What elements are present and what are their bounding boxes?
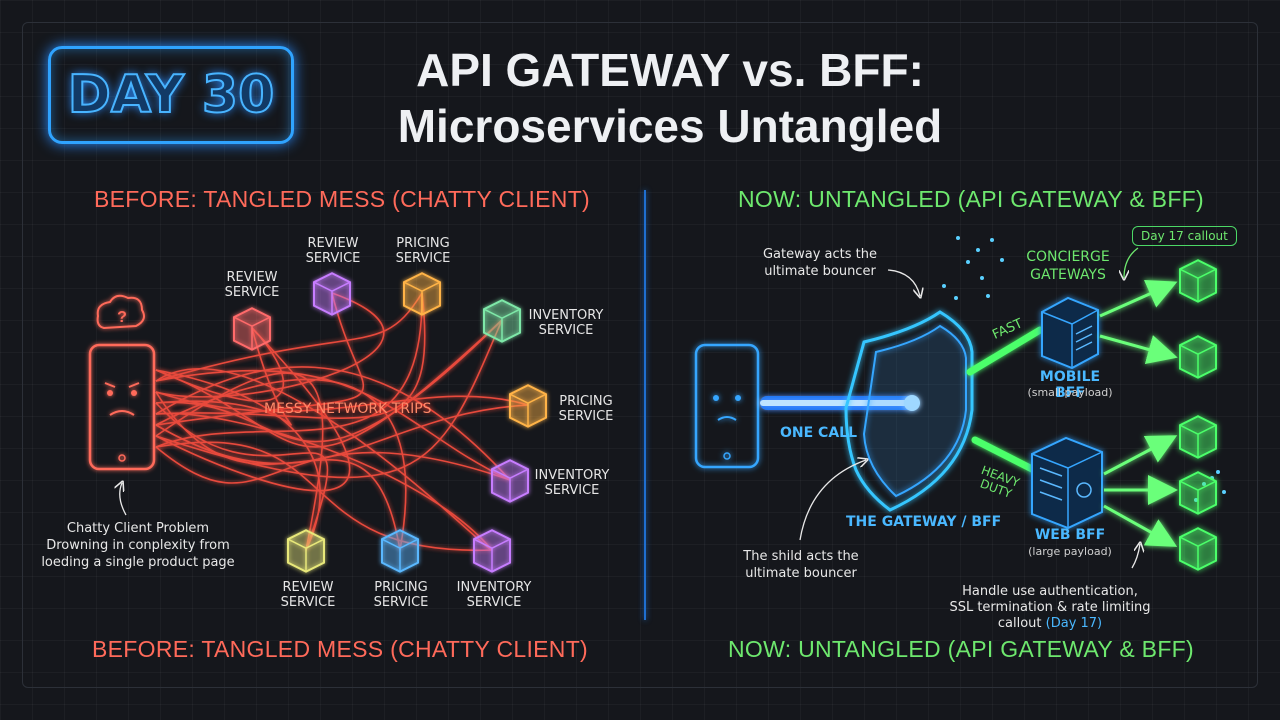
svg-text:?: ? <box>117 309 127 326</box>
tangle-line <box>155 412 493 551</box>
sparkle-dot <box>980 276 984 280</box>
gateway-label: THE GATEWAY / BFF <box>846 514 1002 530</box>
auth-note-arrow <box>1131 544 1140 569</box>
service-label: PRICING SERVICE <box>373 580 429 610</box>
messy-trips-label: MESSY NETWORK TRIPS <box>264 401 432 417</box>
service-label: PRICING SERVICE <box>558 394 614 424</box>
arrow-icon <box>1099 280 1178 547</box>
tangle-line <box>155 327 351 492</box>
mobile-payload-label: (small payload) <box>1027 386 1113 399</box>
before-heading-bottom: BEFORE: TANGLED MESS (CHATTY CLIENT) <box>92 636 589 662</box>
tangle-line <box>155 378 407 551</box>
service-label: INVENTORY SERVICE <box>528 308 604 338</box>
service-cube-edge <box>381 538 419 572</box>
server-icon <box>1031 436 1103 530</box>
title-line-2: Microservices Untangled <box>397 100 943 152</box>
service-cube-edge <box>287 538 325 572</box>
client-note: Chatty Client Problem Drowning in conple… <box>41 521 235 570</box>
service-label: REVIEW SERVICE <box>280 580 336 610</box>
bff-beams <box>966 326 1044 474</box>
service-cube-edge <box>509 393 547 427</box>
before-heading-top: BEFORE: TANGLED MESS (CHATTY CLIENT) <box>94 186 591 212</box>
confused-phone-icon <box>88 343 156 471</box>
client-phone-icon <box>694 343 760 469</box>
tangle-line <box>155 327 285 402</box>
auth-note: Handle use authentication, SSL terminati… <box>944 568 1156 632</box>
service-cube-edge <box>473 538 511 572</box>
service-cube-edge <box>1179 268 1217 302</box>
day-badge-text: DAY 30 <box>67 64 276 126</box>
concierge-label: CONCIERGE GATEWAYS <box>1026 249 1110 283</box>
tangle-line <box>155 441 493 551</box>
service-label: INVENTORY SERVICE <box>534 468 610 498</box>
mobile-bff-label: MOBILE BFF <box>1039 369 1101 401</box>
tangled-network-lines <box>155 292 529 551</box>
one-call-label: ONE CALL <box>780 425 858 441</box>
tangle-line <box>155 319 503 479</box>
service-cube-edge <box>491 468 529 502</box>
service-label: INVENTORY SERVICE <box>456 580 532 610</box>
sparkle-dot <box>986 294 990 298</box>
service-cube-edge <box>1179 536 1217 570</box>
tangle-line <box>155 372 324 551</box>
tangle-line <box>155 391 529 413</box>
sparkle-dot <box>942 284 946 288</box>
client-note-arrow <box>120 483 127 516</box>
now-heading-bottom: NOW: UNTANGLED (API GATEWAY & BFF) <box>728 636 1194 662</box>
service-cube-edge <box>1179 344 1217 378</box>
sparkle-dot <box>966 260 970 264</box>
sparkle-dot <box>1222 490 1226 494</box>
gateway-note: Gateway acts the ultimate bouncer <box>762 247 877 279</box>
day-badge: DAY 30 <box>48 46 294 144</box>
shield-note-arrow <box>799 460 866 541</box>
sparkle-dot <box>990 238 994 242</box>
service-cube-edge <box>1179 480 1217 514</box>
service-cube-edge <box>313 281 351 315</box>
sparkle-dot <box>954 296 958 300</box>
shield-icon <box>844 310 974 512</box>
service-cube-edge <box>483 308 521 342</box>
tangle-line <box>155 446 511 484</box>
microservice-cubes <box>1179 259 1217 571</box>
auth-note-text: Handle use authentication, SSL terminati… <box>949 584 1151 631</box>
callout-arrow <box>1124 247 1139 278</box>
now-heading-top: NOW: UNTANGLED (API GATEWAY & BFF) <box>738 186 1204 212</box>
tangle-line <box>155 292 385 398</box>
tangle-line <box>155 292 423 382</box>
tangle-line <box>155 292 365 426</box>
service-cube-edge <box>233 316 271 350</box>
service-label: REVIEW SERVICE <box>305 236 361 266</box>
title-line-1: API GATEWAY vs. BFF: <box>416 44 924 96</box>
tangle-line <box>155 369 511 481</box>
section-divider <box>644 190 646 620</box>
web-bff-label: WEB BFF <box>1034 527 1106 543</box>
server-icon <box>1041 296 1099 370</box>
content-frame <box>22 22 1258 688</box>
auth-note-day: (Day 17) <box>1045 616 1103 631</box>
question-cloud-icon: ? <box>96 294 145 330</box>
tangle-line <box>155 404 529 465</box>
tangle-line <box>155 369 321 551</box>
day17-callout-tag: Day 17 callout <box>1132 226 1237 246</box>
sparkle-dot <box>1000 258 1004 262</box>
page-title: API GATEWAY vs. BFF: Microservices Untan… <box>320 42 1020 154</box>
sparkle-dot <box>1216 470 1220 474</box>
service-cube-edge <box>403 281 441 315</box>
tangle-line <box>155 292 426 419</box>
sparkle-dot <box>956 236 960 240</box>
tangle-line <box>155 366 511 481</box>
web-payload-label: (large payload) <box>1028 545 1112 558</box>
service-cube-edge <box>1179 424 1217 458</box>
service-label: REVIEW SERVICE <box>224 270 280 300</box>
service-label: PRICING SERVICE <box>395 236 451 266</box>
sparkle-dot <box>976 248 980 252</box>
gateway-note-arrow <box>887 269 920 296</box>
service-cubes <box>233 272 547 573</box>
tangle-line <box>155 292 423 448</box>
shield-note: The shild acts the ultimate bouncer <box>743 549 859 581</box>
